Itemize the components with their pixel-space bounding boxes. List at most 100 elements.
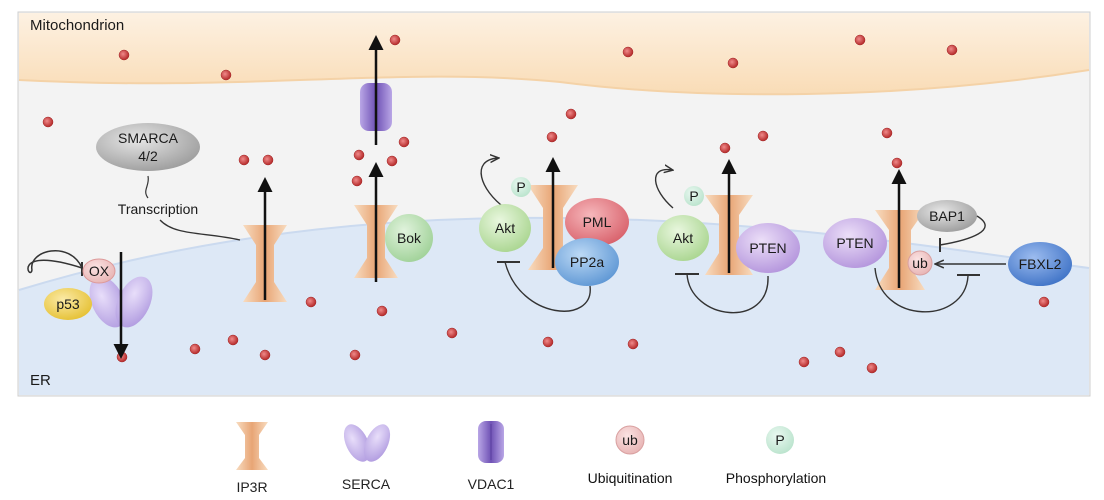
- calcium-ion-icon: [546, 131, 558, 143]
- calcium-ion-icon: [891, 157, 903, 169]
- pten-protein-2: PTEN: [823, 218, 887, 268]
- svg-text:ub: ub: [912, 255, 928, 271]
- calcium-ion-icon: [353, 149, 365, 161]
- svg-text:Bok: Bok: [397, 230, 422, 246]
- ox-inhibition-loop: [27, 259, 83, 274]
- ub-inhibition-curve: [874, 267, 969, 313]
- panel-smarca: SMARCA 4/2 Transcription: [96, 123, 287, 302]
- akt-phospho-curve-2: [654, 170, 673, 209]
- calcium-ion-icon: [881, 127, 893, 139]
- calcium-ion-icon: [398, 136, 410, 148]
- calcium-ion-icon: [227, 334, 239, 346]
- calcium-ion-icon: [386, 155, 398, 167]
- ubiquitin-tag: ub: [907, 250, 933, 276]
- panel-fbxl2: PTEN BAP1 ub FBXL2: [823, 169, 1072, 313]
- akt-protein-1: Akt: [479, 204, 531, 252]
- calcium-ion-icon: [727, 57, 739, 69]
- bap1-curve: [939, 215, 986, 246]
- legend-item-serca: SERCA: [342, 424, 391, 492]
- calcium-ion-icon: [259, 349, 271, 361]
- calcium-ion-icon: [262, 154, 274, 166]
- calcium-ion-icon: [446, 327, 458, 339]
- calcium-ion-icon: [854, 34, 866, 46]
- serca-pump: [89, 276, 153, 328]
- legend-item-vdac1: VDAC1: [468, 421, 515, 492]
- pml-protein: PML: [565, 198, 629, 246]
- svg-text:ub: ub: [622, 432, 638, 448]
- svg-text:SERCA: SERCA: [342, 476, 391, 492]
- svg-text:Phosphorylation: Phosphorylation: [726, 470, 826, 486]
- calcium-ion-icon: [627, 338, 639, 350]
- calcium-ion-icon: [1038, 296, 1050, 308]
- vdac1-icon: [478, 421, 504, 463]
- svg-text:FBXL2: FBXL2: [1019, 256, 1062, 272]
- calcium-ion-icon: [719, 142, 731, 154]
- akt-protein-2: Akt: [657, 215, 709, 261]
- pten-protein-1: PTEN: [736, 223, 800, 273]
- calcium-ion-icon: [866, 362, 878, 374]
- pten-inhibition-curve: [686, 273, 769, 314]
- calcium-ion-icon: [946, 44, 958, 56]
- calcium-ion-icon: [118, 49, 130, 61]
- panel-p53-serca: OX p53: [27, 250, 153, 359]
- fbxl2-protein: FBXL2: [1008, 242, 1072, 286]
- phosphate-icon: P: [766, 426, 794, 454]
- calcium-ion-icon: [798, 356, 810, 368]
- calcium-ion-icon: [376, 305, 388, 317]
- calcium-ion-icon: [622, 46, 634, 58]
- p53-protein: p53: [44, 288, 92, 320]
- svg-text:PP2a: PP2a: [570, 254, 604, 270]
- panel-bok: Bok: [354, 35, 433, 282]
- calcium-ion-icon: [542, 336, 554, 348]
- svg-text:Ubiquitination: Ubiquitination: [588, 470, 673, 486]
- calcium-ion-icon: [220, 69, 232, 81]
- calcium-ion-icon: [834, 346, 846, 358]
- region-label-er: ER: [30, 372, 51, 389]
- mitochondrion-membrane: [18, 69, 1090, 96]
- panel-pten: P Akt PTEN: [654, 159, 800, 314]
- mitochondrion-band: [19, 13, 1089, 95]
- bap1-protein: BAP1: [917, 200, 977, 232]
- calcium-ion-icon: [42, 116, 54, 128]
- pp2a-inhibition-curve: [504, 261, 591, 312]
- svg-text:4/2: 4/2: [138, 148, 158, 164]
- svg-text:P: P: [689, 188, 698, 204]
- calcium-ions: [42, 34, 1050, 374]
- calcium-ion-icon: [238, 154, 250, 166]
- svg-text:SMARCA: SMARCA: [118, 130, 179, 146]
- svg-text:PTEN: PTEN: [749, 240, 786, 256]
- calcium-ion-icon: [351, 175, 363, 187]
- svg-text:PML: PML: [583, 214, 612, 230]
- calcium-ion-icon: [565, 108, 577, 120]
- transcription-arrow: [159, 219, 241, 241]
- svg-text:Akt: Akt: [495, 220, 515, 236]
- phosphate-1: P: [511, 177, 531, 197]
- calcium-ion-icon: [389, 34, 401, 46]
- legend-item-ubiquitination: ub Ubiquitination: [588, 425, 673, 486]
- legend-item-phosphorylation: P Phosphorylation: [726, 426, 826, 486]
- ubiquitin-icon: ub: [615, 425, 645, 455]
- phosphate-2: P: [684, 186, 704, 206]
- calcium-ion-icon: [189, 343, 201, 355]
- legend: IP3R SERCA VDAC1 ub Ubiquitination: [236, 421, 826, 495]
- serca-icon: [343, 424, 391, 462]
- ox-protein: OX: [82, 258, 116, 284]
- svg-text:p53: p53: [56, 296, 80, 312]
- akt-phospho-curve-1: [480, 158, 506, 209]
- smarca-protein: SMARCA 4/2: [96, 123, 200, 171]
- calcium-ion-icon: [349, 349, 361, 361]
- svg-text:P: P: [775, 432, 784, 448]
- er-lumen: [19, 217, 1089, 395]
- calcium-ion-icon: [305, 296, 317, 308]
- background: [17, 11, 1091, 397]
- bok-protein: Bok: [385, 214, 433, 262]
- svg-text:BAP1: BAP1: [929, 208, 965, 224]
- svg-text:IP3R: IP3R: [236, 479, 267, 495]
- panel-pml: P Akt PML PP2a: [479, 158, 629, 312]
- transcription-label: Transcription: [118, 201, 198, 217]
- calcium-ion-icon: [757, 130, 769, 142]
- pp2a-protein: PP2a: [555, 238, 619, 286]
- smarca-connector: [145, 175, 149, 199]
- legend-item-ip3r: IP3R: [236, 422, 268, 495]
